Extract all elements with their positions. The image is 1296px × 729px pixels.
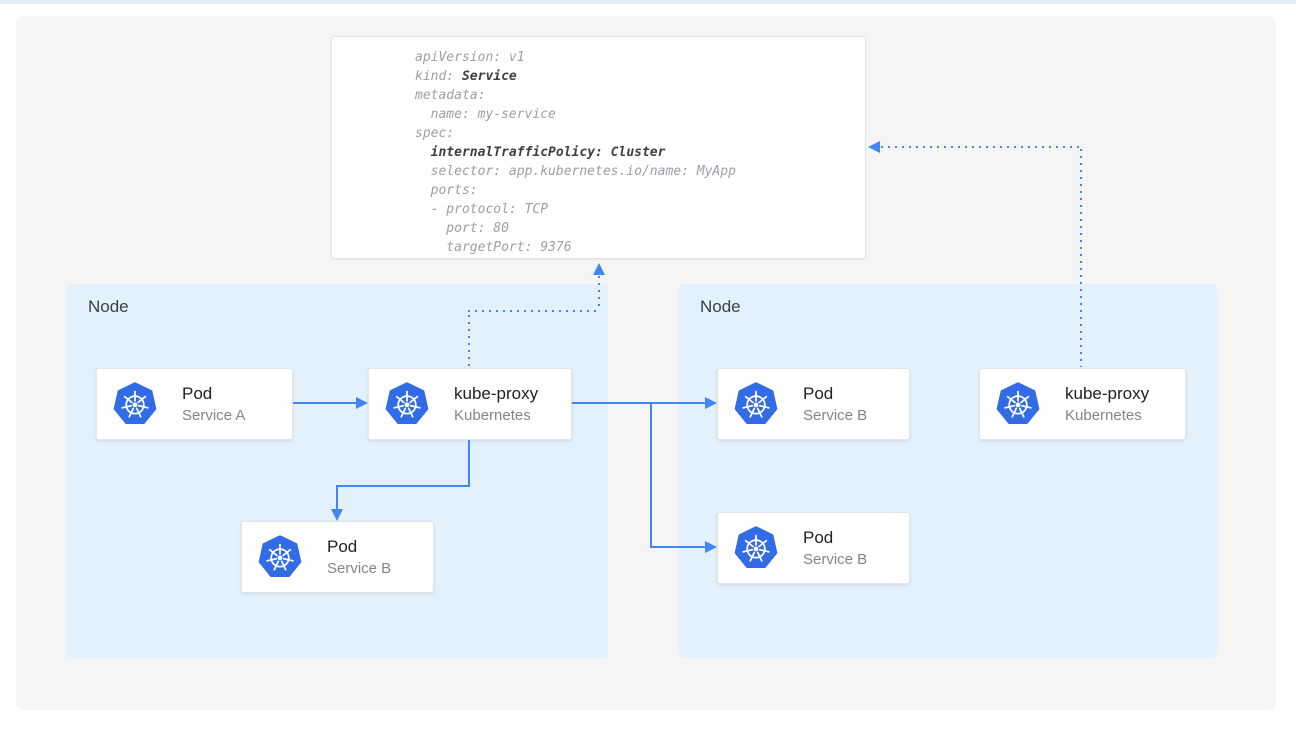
card-pod-service-b-right-upper: Pod Service B: [717, 368, 910, 440]
card-title: kube-proxy: [454, 382, 538, 405]
dotted-kube-proxy-left-to-yaml-final: [598, 276, 600, 310]
arrow-branch-down: [650, 402, 652, 547]
arrowhead-up-icon: [593, 263, 605, 275]
node-right: Node: [678, 284, 1218, 658]
card-kube-proxy-left: kube-proxy Kubernetes: [368, 368, 572, 440]
yaml-line-internal-traffic-policy: internalTrafficPolicy: Cluster: [415, 143, 865, 162]
card-title: Pod: [803, 382, 867, 405]
kubernetes-logo-icon: [113, 382, 157, 426]
kubernetes-logo-icon: [734, 382, 778, 426]
dotted-kube-proxy-left-to-yaml-rise: [468, 315, 470, 367]
dotted-kube-proxy-right-to-yaml-run: [881, 146, 1082, 148]
top-divider: [0, 0, 1296, 4]
card-subtitle: Service B: [327, 558, 391, 579]
arrowhead-down-icon: [331, 509, 343, 521]
kubernetes-logo-icon: [996, 382, 1040, 426]
arrow-kube-proxy-to-pod-b-left-drop: [336, 485, 338, 510]
yaml-line: ports:: [415, 181, 865, 200]
arrow-kube-proxy-to-pod-b-right-upper: [572, 402, 706, 404]
card-kube-proxy-right: kube-proxy Kubernetes: [979, 368, 1186, 440]
card-title: Pod: [803, 526, 867, 549]
card-pod-service-b-left: Pod Service B: [241, 521, 434, 593]
arrowhead-right-icon: [705, 541, 717, 553]
yaml-line: kind: Service: [415, 67, 865, 86]
arrowhead-left-icon: [868, 141, 880, 153]
yaml-line: - protocol: TCP: [415, 200, 865, 219]
arrow-pod-a-to-kube-proxy: [293, 402, 357, 404]
yaml-line: spec:: [415, 124, 865, 143]
card-subtitle: Kubernetes: [454, 405, 538, 426]
card-subtitle: Service B: [803, 405, 867, 426]
dotted-kube-proxy-right-to-yaml-rise: [1080, 149, 1082, 367]
card-subtitle: Service B: [803, 549, 867, 570]
card-pod-service-a: Pod Service A: [96, 368, 293, 440]
node-left: Node: [66, 284, 608, 658]
card-subtitle: Service A: [182, 405, 245, 426]
arrowhead-right-icon: [705, 397, 717, 409]
arrow-kube-proxy-down: [468, 440, 470, 487]
card-title: Pod: [182, 382, 245, 405]
kubernetes-logo-icon: [258, 535, 302, 579]
dotted-kube-proxy-left-to-yaml-run: [468, 310, 601, 312]
yaml-line: name: my-service: [415, 105, 865, 124]
card-pod-service-b-right-lower: Pod Service B: [717, 512, 910, 584]
yaml-line: apiVersion: v1: [415, 48, 865, 67]
card-title: Pod: [327, 535, 391, 558]
arrow-branch-to-pod-b-right-lower: [650, 546, 706, 548]
card-title: kube-proxy: [1065, 382, 1149, 405]
service-yaml-card: apiVersion: v1 kind: Service metadata: n…: [331, 36, 866, 259]
yaml-line: port: 80: [415, 219, 865, 238]
arrowhead-right-icon: [356, 397, 368, 409]
card-subtitle: Kubernetes: [1065, 405, 1149, 426]
node-left-label: Node: [88, 297, 608, 317]
yaml-line: selector: app.kubernetes.io/name: MyApp: [415, 162, 865, 181]
kubernetes-logo-icon: [385, 382, 429, 426]
arrow-kube-proxy-to-pod-b-left: [336, 485, 470, 487]
kubernetes-logo-icon: [734, 526, 778, 570]
yaml-line: targetPort: 9376: [415, 238, 865, 257]
node-right-label: Node: [700, 297, 1218, 317]
yaml-line: metadata:: [415, 86, 865, 105]
